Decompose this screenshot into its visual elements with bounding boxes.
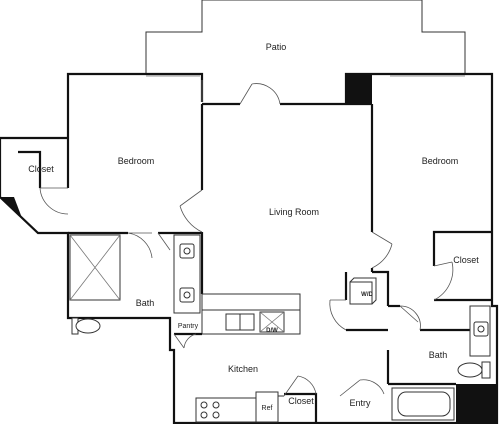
label-washer-dryer: W/D [361, 292, 373, 298]
left-bath-fixtures [69, 234, 201, 335]
label-bedroom-right: Bedroom [422, 156, 459, 166]
structural-columns [0, 74, 497, 424]
label-closet-entry: Closet [288, 396, 314, 406]
label-dishwasher: D/W [266, 328, 278, 334]
label-patio: Patio [266, 42, 287, 52]
label-bath-right: Bath [429, 350, 448, 360]
interior-walls [18, 104, 492, 423]
label-bedroom-left: Bedroom [118, 156, 155, 166]
label-closet-left: Closet [28, 164, 54, 174]
windows [146, 75, 465, 102]
appliance-labels: W/D D/W Ref [262, 292, 374, 412]
door-swings [39, 83, 454, 397]
room-labels: Patio Bedroom Bedroom Closet Closet Livi… [28, 42, 479, 408]
label-living-room: Living Room [269, 207, 319, 217]
patio-area [145, 0, 466, 75]
label-closet-right: Closet [453, 255, 479, 265]
label-entry: Entry [349, 398, 371, 408]
right-bath-fixtures [391, 305, 491, 421]
label-refrigerator: Ref [262, 405, 273, 412]
label-bath-left: Bath [136, 298, 155, 308]
label-pantry: Pantry [178, 323, 199, 330]
label-kitchen: Kitchen [228, 364, 258, 374]
kitchen-fixtures [200, 277, 377, 419]
